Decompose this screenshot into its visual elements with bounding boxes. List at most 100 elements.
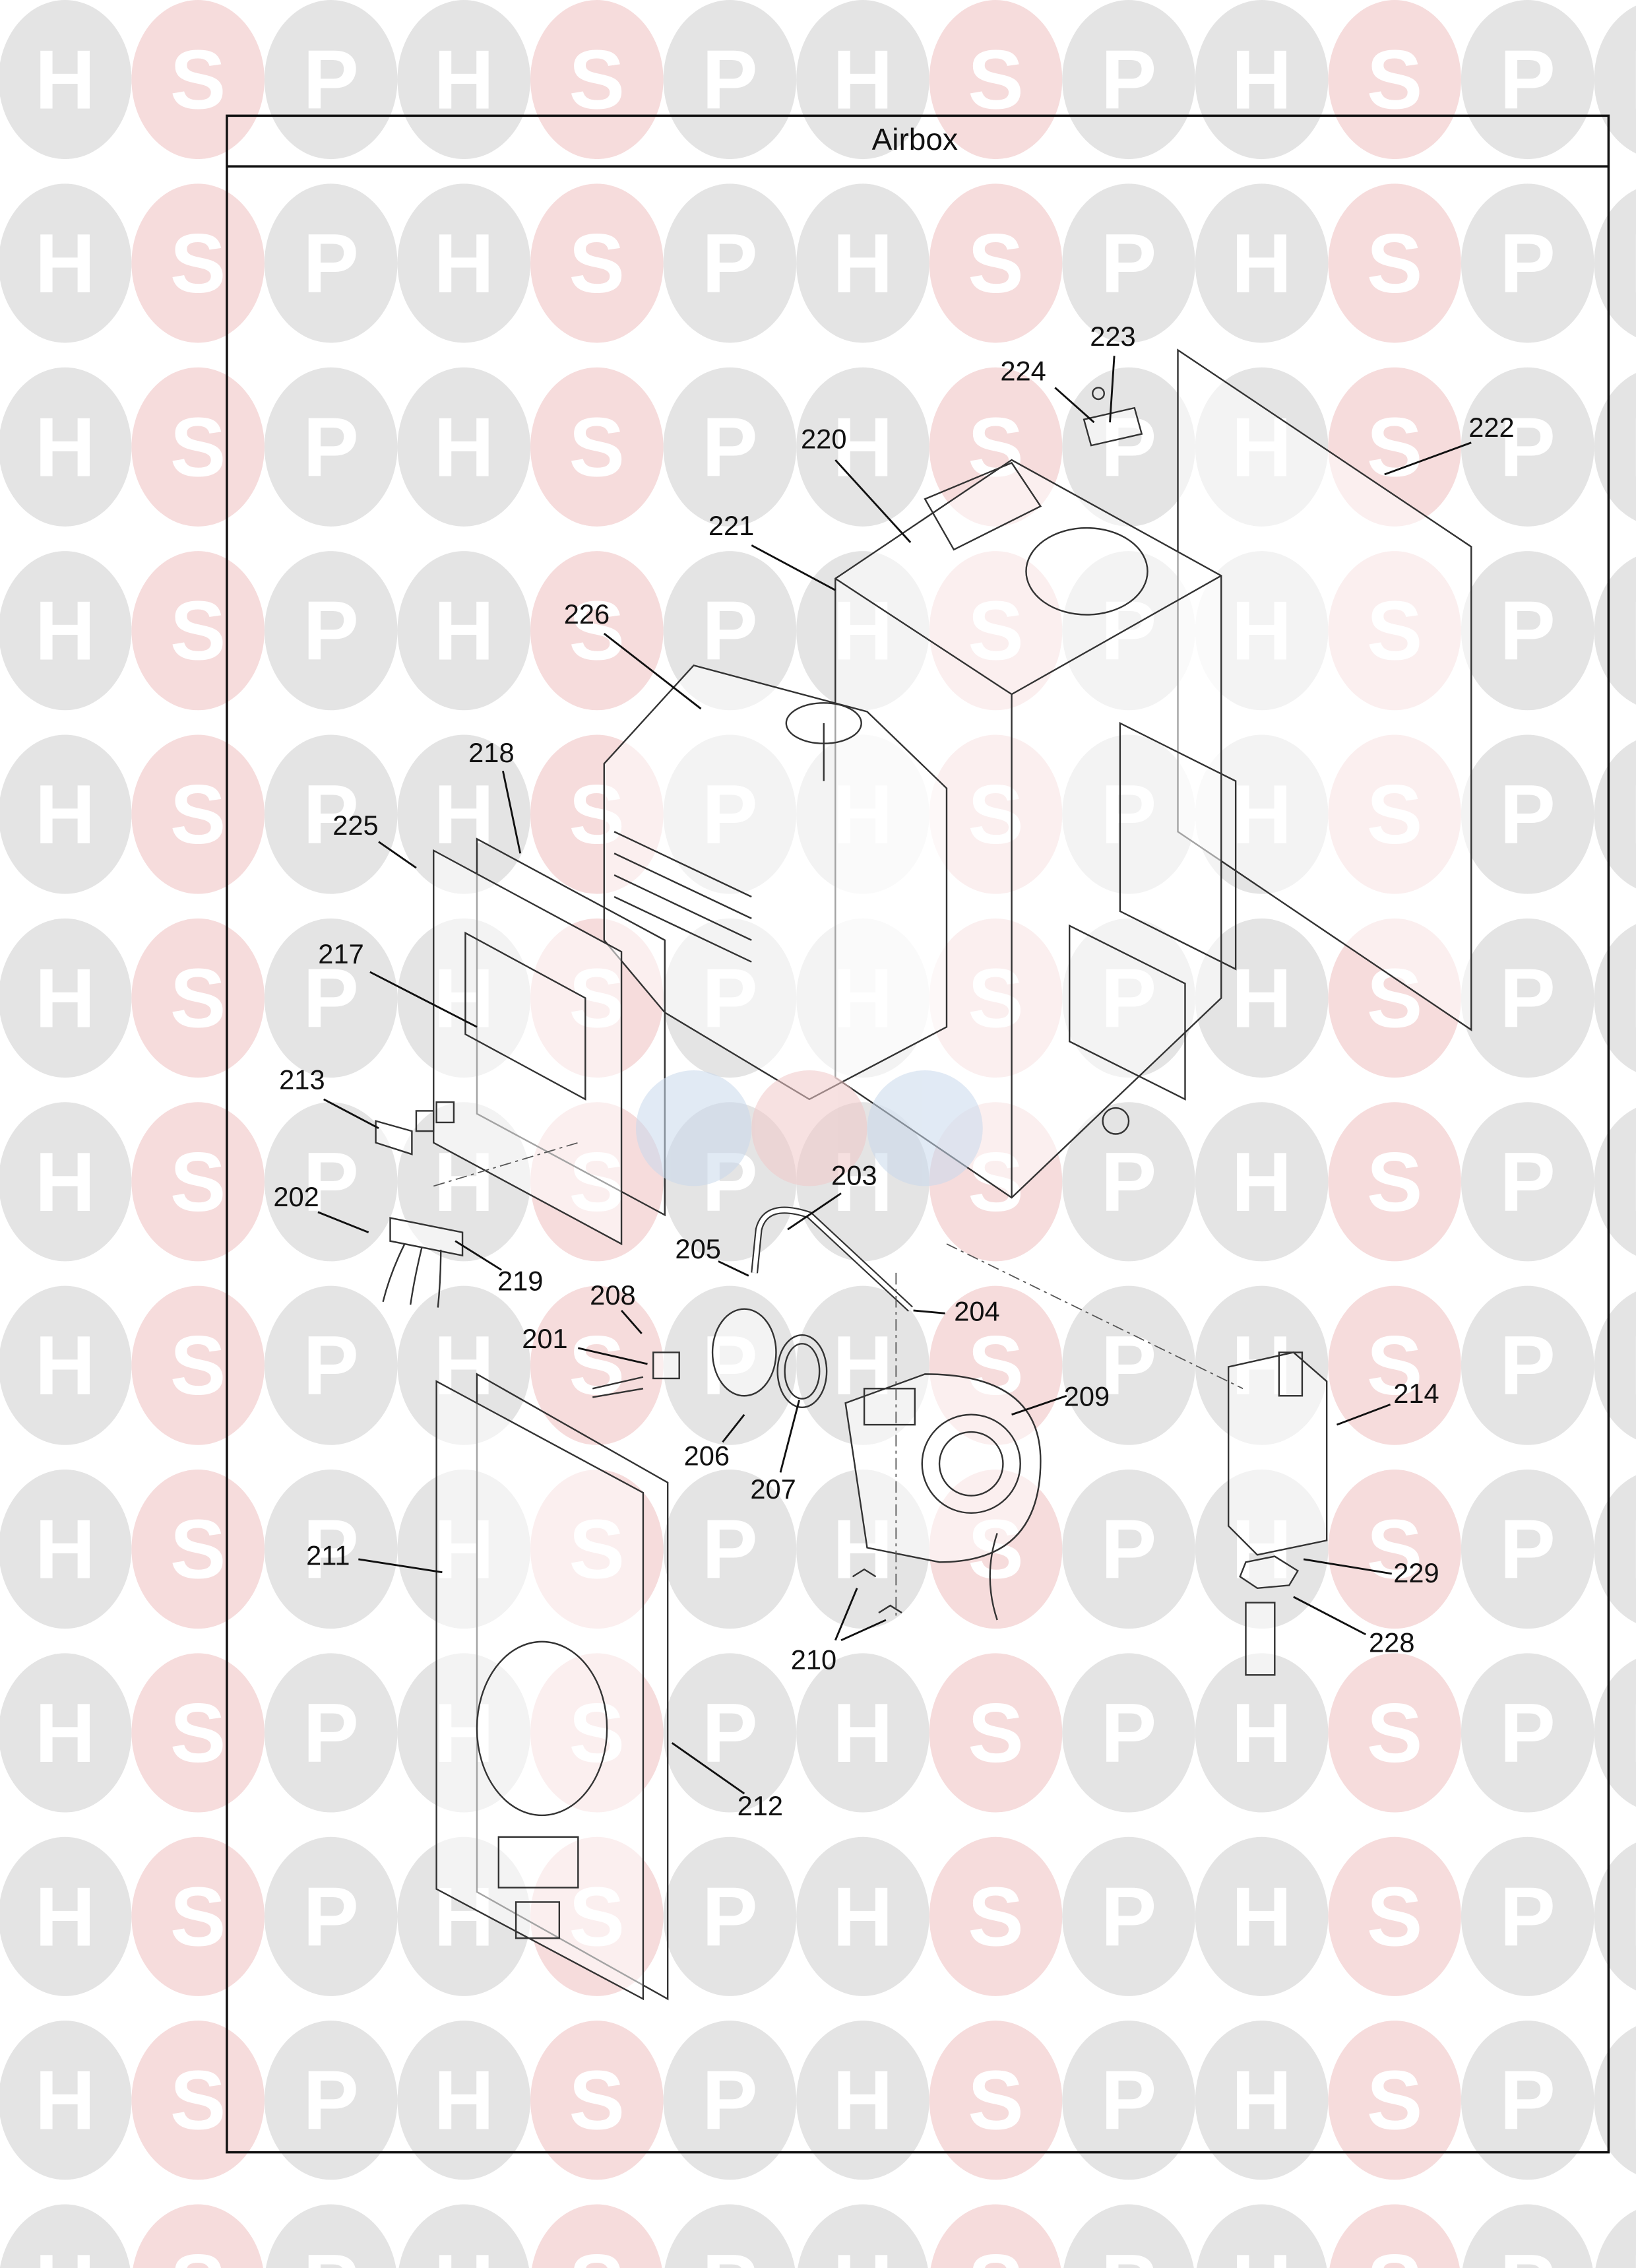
watermark-letter: H [1630,2237,1636,2268]
watermark-circle [663,367,797,527]
watermark-circle [1461,2021,1594,2180]
watermark-circle [1195,1102,1329,1262]
watermark-letter: H [35,400,96,494]
watermark-circle [796,2021,929,2180]
watermark-letter: P [702,33,758,127]
watermark-circle [397,1285,531,1445]
watermark-circle [1062,0,1195,160]
watermark-circle [1062,367,1195,527]
watermark-circle [929,0,1063,160]
watermark-letter: P [303,33,359,127]
watermark-circle [131,551,265,711]
watermark-circle [1594,556,1636,705]
watermark-circle [131,1470,265,1629]
part-label-220: 220 [801,424,846,455]
part-226-heat-exchanger [603,664,948,1101]
leader-line-210 [834,1588,858,1641]
watermark-letter: S [1367,1135,1423,1229]
watermark-letter: H [35,216,96,310]
watermark-letter: H [35,584,96,678]
watermark-letter: S [1367,2237,1423,2268]
watermark-circle [0,1102,132,1262]
watermark-letter: H [35,1503,96,1596]
watermark-circle [264,734,398,894]
watermark-letter: P [1101,216,1157,310]
watermark-letter: H [833,2054,893,2147]
watermark-circle [1328,1653,1461,1813]
watermark-letter: H [1630,584,1636,678]
watermark-letter: P [303,216,359,310]
watermark-circle [530,0,664,160]
leader-line-210 [840,1619,887,1641]
leader-line-205 [718,1260,749,1277]
watermark-circle [1195,918,1329,1078]
watermark-letter: P [1499,1318,1556,1412]
watermark-circle [1328,2021,1461,2180]
part-206-venturi [711,1308,777,1397]
part-label-209: 209 [1064,1381,1110,1412]
watermark-circle [264,551,398,711]
watermark-circle [1328,0,1461,160]
part-label-223: 223 [1090,321,1135,352]
leader-line-218 [502,771,522,854]
watermark-letter: H [1232,2054,1292,2147]
watermark-letter: S [170,2054,226,2147]
watermark-circle [1461,1836,1594,1996]
watermark-circle [0,0,132,160]
part-229-nut [1239,1555,1299,1590]
watermark-letter: S [170,2237,226,2268]
watermark-letter: H [1630,400,1636,494]
watermark-letter: S [569,2237,625,2268]
watermark-letter: S [1367,400,1423,494]
leader-line-222 [1384,441,1472,476]
watermark-circle [1462,2204,1593,2268]
leader-line-212 [671,1742,745,1795]
watermark-circle [530,367,664,527]
leader-line-219 [455,1240,502,1271]
leader-line-204 [913,1309,945,1314]
watermark-circle [0,734,132,894]
part-228-connector [1245,1602,1276,1676]
leader-line-226 [603,632,702,710]
watermark-circle [530,551,664,711]
watermark-letter: P [1499,400,1556,494]
watermark-letter: H [1232,2237,1292,2268]
watermark-letter: P [303,1869,359,1963]
watermark-circle [663,2021,797,2180]
watermark-letter: S [170,400,226,494]
watermark-circle [663,1836,797,1996]
watermark-letter: H [1630,1686,1636,1780]
watermark-circle [0,918,132,1078]
watermark-letter: P [1101,33,1157,127]
watermark-circle [0,1470,132,1629]
watermark-circle [1594,1475,1636,1623]
watermark-letter: P [1101,2054,1157,2147]
part-label-222: 222 [1468,412,1514,443]
watermark-letter: H [35,1135,96,1229]
watermark-circle [530,183,664,343]
watermark-letter: H [1630,2054,1636,2147]
watermark-letter: P [1499,951,1556,1045]
watermark-letter: P [1499,2054,1556,2147]
watermark-circle [397,183,531,343]
watermark-circle [133,2204,263,2268]
part-label-224: 224 [1000,356,1046,387]
watermark-circle [0,551,132,711]
watermark-letter: S [968,33,1024,127]
watermark-circle [131,1653,265,1813]
watermark-circle [1328,1470,1461,1629]
leader-line-208 [620,1309,643,1334]
watermark-circle [1461,1470,1594,1629]
watermark-letter: S [1367,1503,1423,1596]
part-label-213: 213 [279,1064,325,1095]
watermark-circle [264,918,398,1078]
watermark-circle [131,183,265,343]
watermark-letter: P [1499,767,1556,861]
watermark-letter: S [170,1686,226,1780]
watermark-circle [131,2021,265,2180]
leader-line-225 [378,841,417,869]
part-label-211: 211 [306,1540,350,1571]
watermark-circle [397,2021,531,2180]
watermark-circle [264,1653,398,1813]
